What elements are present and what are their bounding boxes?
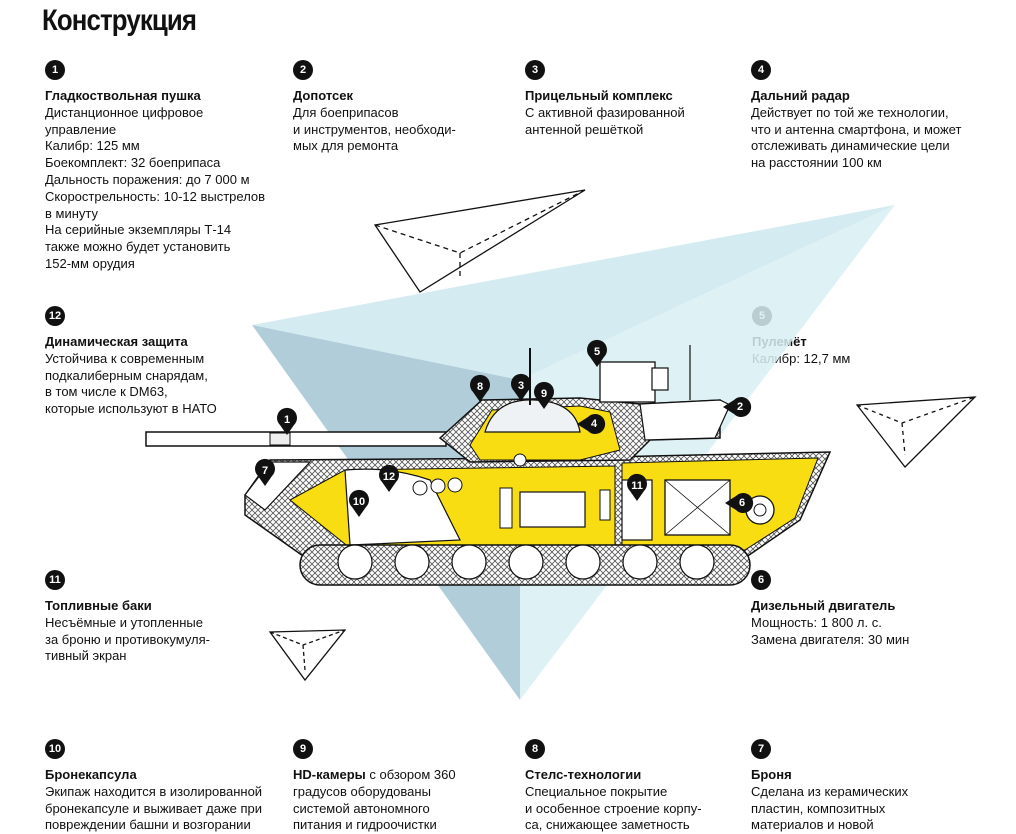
marker-label: 5 [594,346,600,358]
callout-armor: 7 Броня Сделана из керамических пластин,… [751,739,908,834]
callout-heading: Стелс-технологии [525,767,642,782]
marker-label: 3 [518,380,524,392]
callout-reactive-armor: 12 Динамическая защита Устойчива к совре… [45,306,217,418]
marker-pin-11: 11 [627,473,647,501]
marker-pin-8: 8 [470,374,490,402]
callout-text: Экипаж находится в изолированной бронека… [45,783,263,833]
callout-number: 2 [293,60,313,80]
callout-text: с обзором 360 градусов оборудованы систе… [293,767,456,833]
callout-hd-cameras: 9 HD-камеры с обзором 360 градусов обору… [293,739,456,834]
stealth-wireframe-top [373,189,586,293]
marker-pin-10: 10 [349,489,369,517]
callout-fuel-tanks: 11 Топливные баки Несъёмные и утопленные… [45,570,210,665]
marker-label: 12 [383,471,395,483]
callout-text: Дистанционное цифровое управление Калибр… [45,104,266,271]
callout-heading: Прицельный комплекс [525,88,673,103]
marker-label: 4 [591,418,598,430]
callout-armored-capsule: 10 Бронекапсула Экипаж находится в изоли… [45,739,262,834]
callout-text: Мощность: 1 800 л. с. Замена двигателя: … [751,614,910,647]
page-title: Конструкция [42,4,197,37]
marker-pin-1: 1 [277,407,297,435]
callout-text: Специальное покрытие и особенное строени… [525,783,702,833]
marker-pin-2: 2 [723,397,752,417]
callout-number: 11 [45,570,65,590]
marker-label: 7 [262,465,268,477]
callout-number: 3 [525,60,545,80]
callout-heading: Гладкоствольная пушка [45,88,201,103]
marker-label: 9 [541,388,547,400]
callout-number: 8 [525,739,545,759]
callout-diesel-engine: 6 Дизельный двигатель Мощность: 1 800 л.… [751,570,909,648]
marker-pin-9: 9 [534,381,554,409]
callout-gun: 1 Гладкоствольная пушка Дистанционное ци… [45,60,265,273]
callout-text: Для боеприпасов и инструментов, необходи… [293,104,456,154]
marker-pin-5: 5 [587,339,607,367]
callout-heading: HD-камеры [293,767,366,782]
marker-label: 1 [284,414,290,426]
callout-long-range-radar: 4 Дальний радар Действует по той же техн… [751,60,961,172]
marker-pin-6: 6 [725,493,754,513]
marker-pin-12: 12 [379,464,399,492]
callout-number: 9 [293,739,313,759]
marker-label: 6 [739,497,745,509]
marker-pin-4: 4 [577,414,606,434]
stealth-wireframe-right [855,396,977,468]
stealth-wireframe-left [268,629,347,682]
callout-heading: Динамическая защита [45,334,188,349]
marker-label: 2 [737,401,743,413]
callout-text: Сделана из керамических пластин, компози… [751,783,909,833]
callout-sight-complex: 3 Прицельный комплекс С активной фазиров… [525,60,685,138]
marker-label: 11 [631,480,643,492]
callout-text: Устойчива к современным подкалиберным сн… [45,350,217,417]
callout-stealth: 8 Стелс-технологии Специальное покрытие … [525,739,702,834]
callout-heading: Топливные баки [45,598,152,613]
callout-number: 10 [45,739,65,759]
marker-pin-7: 7 [255,458,275,486]
marker-label: 8 [477,381,483,393]
callout-number: 4 [751,60,771,80]
callout-heading: Бронекапсула [45,767,137,782]
tank-cutaway [145,345,832,586]
callout-extra-compartment: 2 Допотсек Для боеприпасов и инструменто… [293,60,456,155]
callout-heading: Допотсек [293,88,353,103]
callout-text: С активной фазированной антенной решётко… [525,104,685,137]
callout-number: 12 [45,306,65,326]
tank-markers: 1 2 3 4 5 6 7 8 [255,339,754,517]
callout-text: Действует по той же технологии, что и ан… [751,104,962,171]
callout-number: 6 [751,570,771,590]
callout-heading: Броня [751,767,792,782]
callout-heading: Дальний радар [751,88,850,103]
callout-number: 7 [751,739,771,759]
callout-number: 1 [45,60,65,80]
marker-label: 10 [353,496,365,508]
marker-pin-3: 3 [511,373,531,401]
callout-heading: Дизельный двигатель [751,598,896,613]
callout-text: Несъёмные и утопленные за броню и против… [45,614,210,664]
